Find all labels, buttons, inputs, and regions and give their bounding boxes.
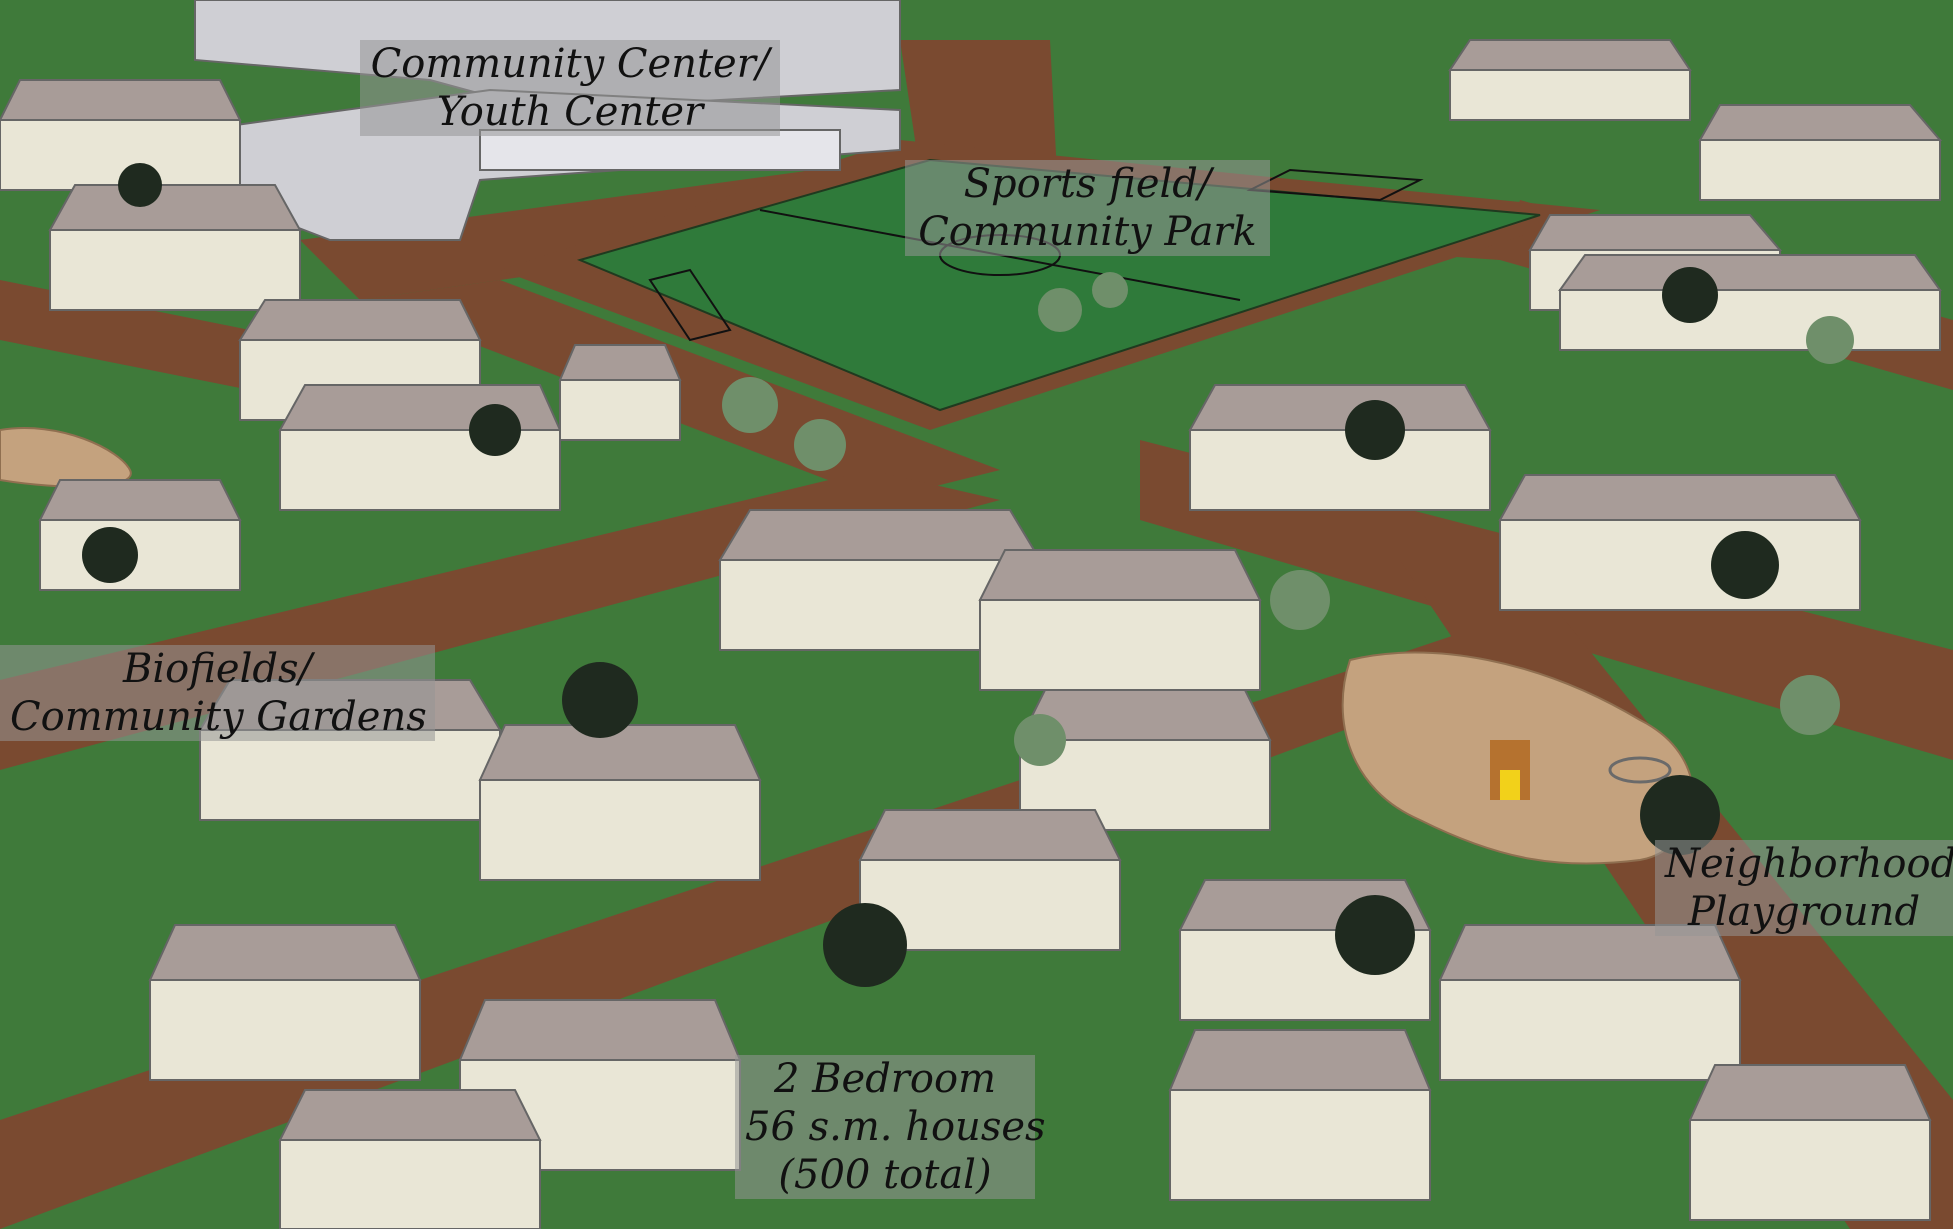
label-sports-field: Sports field/ Community Park [905,160,1270,256]
label-biofields: Biofields/ Community Gardens [0,645,435,741]
label-houses-line1: 2 Bedroom [773,1056,997,1102]
label-houses: 2 Bedroom 56 s.m. houses (500 total) [735,1055,1046,1199]
playground-slide [1500,770,1520,800]
playground-sand-left [0,427,132,488]
label-community-center: Community Center/ Youth Center [360,40,780,136]
label-community-center-line1: Community Center/ [370,41,770,87]
house-row-top-right [1448,39,1943,351]
field-goal-area-left [648,268,732,342]
label-sports-field-line1: Sports field/ [963,161,1212,207]
palm-tree-icon [1092,272,1128,308]
label-community-center-line2: Youth Center [436,89,704,135]
label-playground-line1: Neighborhood [1665,841,1953,887]
community-center-windows [479,129,841,171]
palm-tree-icon [1780,675,1840,735]
tree-icon [1640,775,1720,855]
house-row-left-middle [38,344,682,591]
house-row-center [718,384,1862,691]
tree-icon [118,163,162,207]
label-biofields-line2: Community Gardens [10,694,427,740]
tree-icon [1662,267,1718,323]
palm-tree-icon [794,419,846,471]
label-biofields-line1: Biofields/ [122,646,313,692]
tree-icon [469,404,521,456]
palms [722,272,1854,766]
palm-tree-icon [1014,714,1066,766]
label-playground: Neighborhood Playground [1655,840,1953,936]
trees [82,163,1779,987]
label-houses-line3: (500 total) [778,1152,992,1198]
label-playground-line2: Playground [1687,889,1921,935]
tree-icon [82,527,138,583]
tree-icon [1335,895,1415,975]
label-houses-line2: 56 s.m. houses [745,1104,1046,1150]
tree-icon [1711,531,1779,599]
palm-tree-icon [722,377,778,433]
sports-field [576,158,1541,412]
palm-tree-icon [1806,316,1854,364]
palm-tree-icon [1038,288,1082,332]
tree-icon [823,903,907,987]
playground-merry-go-round [1608,756,1672,784]
palm-tree-icon [1270,570,1330,630]
label-sports-field-line2: Community Park [918,209,1257,255]
tree-icon [1345,400,1405,460]
tree-icon [562,662,638,738]
